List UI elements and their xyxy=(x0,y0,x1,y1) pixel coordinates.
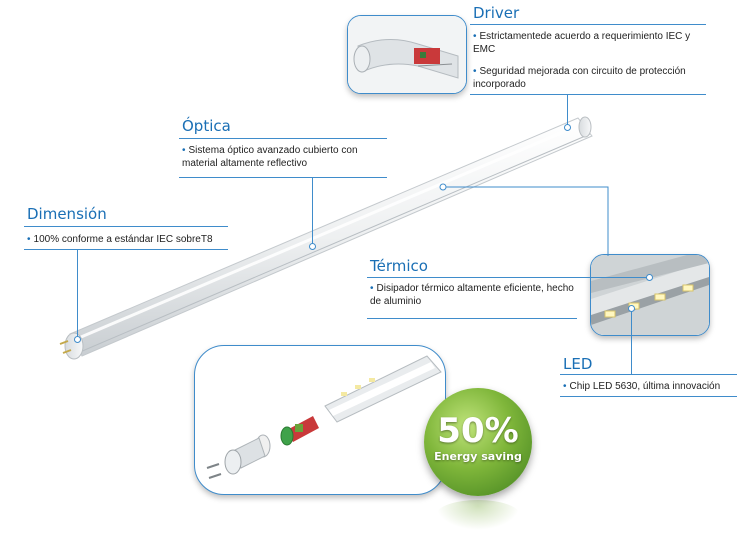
callout-led-leader xyxy=(631,308,632,374)
tube-end-cap-right xyxy=(578,116,592,138)
callout-dimension-title: Dimensión xyxy=(27,205,107,223)
callout-driver-rule-bottom xyxy=(470,94,706,95)
callout-termico-rule-bottom xyxy=(367,318,577,319)
callout-termico-title: Térmico xyxy=(370,257,428,275)
thermal-inset-image xyxy=(590,254,710,336)
badge-reflection xyxy=(436,500,520,530)
energy-saving-label: Energy saving xyxy=(434,450,522,463)
callout-led-bullet-1: •Chip LED 5630, última innovación xyxy=(563,381,721,392)
callout-driver-bullet-1: •Estrictamentede acuerdo a requerimiento… xyxy=(473,31,691,55)
callout-termico-rule xyxy=(367,277,649,278)
callout-optica-rule xyxy=(179,138,387,139)
callout-driver-rule xyxy=(470,24,706,25)
callout-driver-bullet-2: •Seguridad mejorada con circuito de prot… xyxy=(473,66,686,90)
callout-optica-pin xyxy=(309,243,316,250)
callout-led-title: LED xyxy=(563,355,593,373)
callout-driver-title: Driver xyxy=(473,4,520,22)
callout-dimension-leader xyxy=(77,249,78,339)
callout-driver-pin xyxy=(564,124,571,131)
energy-saving-percent: 50% xyxy=(437,411,519,451)
callout-optica-leader xyxy=(312,177,313,246)
callout-led-rule-bottom xyxy=(560,396,737,397)
callout-optica-rule-bottom xyxy=(179,177,387,178)
callout-led-pin xyxy=(628,305,635,312)
callout-termico-bullet-1: •Disipador térmico altamente eficiente, … xyxy=(370,283,574,307)
callout-dimension-pin xyxy=(74,336,81,343)
callout-optica-bullet-1: •Sistema óptico avanzado cubierto con ma… xyxy=(182,145,358,169)
energy-saving-badge: 50% Energy saving xyxy=(424,388,532,496)
callout-led-rule xyxy=(560,374,737,375)
driver-inset-image xyxy=(347,15,467,94)
callout-driver-leader xyxy=(567,94,568,127)
callout-dimension-rule-bottom xyxy=(24,249,228,250)
callout-dimension-rule xyxy=(24,226,228,227)
callout-termico-pin xyxy=(646,274,653,281)
driver-module-illustration xyxy=(348,16,466,93)
callout-dimension-bullet-1: •100% conforme a estándar IEC sobreT8 xyxy=(27,234,213,245)
callout-optica-title: Óptica xyxy=(182,117,231,135)
exploded-view-inset-image xyxy=(194,345,446,495)
exploded-tube-illustration xyxy=(206,355,442,479)
